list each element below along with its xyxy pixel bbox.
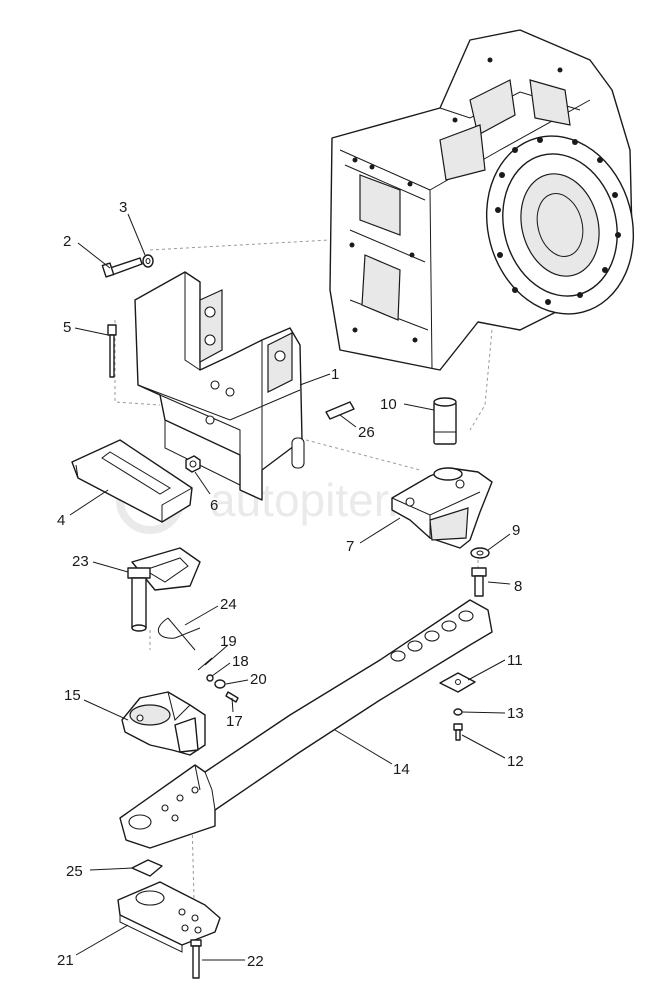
bolt-12: [453, 723, 463, 741]
transmission-housing: [329, 29, 635, 371]
drawbar-support-bracket: [134, 271, 305, 501]
callout-8: 8: [514, 578, 522, 595]
nut-6: [185, 455, 201, 473]
washer-9: [470, 547, 490, 559]
callout-3: 3: [119, 199, 127, 216]
callout-15: 15: [64, 687, 81, 704]
drawbar-14: [119, 599, 493, 849]
callout-10: 10: [380, 396, 397, 413]
washer-20: [214, 679, 226, 689]
washer-18: [206, 674, 214, 682]
callout-21: 21: [57, 952, 74, 969]
callout-2: 2: [63, 233, 71, 250]
washer-3: [142, 254, 154, 268]
callout-23: 23: [72, 553, 89, 570]
callout-11: 11: [507, 652, 523, 669]
plate-11: [439, 672, 476, 693]
callout-22: 22: [247, 953, 264, 970]
spring-19: [197, 657, 213, 671]
hitch-jaw-15: [121, 691, 206, 756]
callout-12: 12: [507, 753, 524, 770]
callout-5: 5: [63, 319, 71, 336]
hitch-pin-23: [127, 547, 201, 632]
swinging-support-7: [391, 467, 493, 549]
callout-19: 19: [220, 633, 237, 650]
callout-18: 18: [232, 653, 249, 670]
callout-9: 9: [512, 522, 520, 539]
callout-14: 14: [393, 761, 410, 778]
leader-lines: [69, 213, 511, 961]
bolt-2: [101, 257, 143, 278]
hitch-plate-21: [117, 881, 221, 953]
callout-25: 25: [66, 863, 83, 880]
pin-10: [433, 397, 457, 445]
callout-labels: 1 2 3 4 5 6 7 8 9 10 11 12 13 14 15 17 1…: [57, 199, 524, 970]
washer-13: [453, 708, 463, 716]
callout-13: 13: [507, 705, 524, 722]
callout-1: 1: [331, 366, 339, 383]
callout-7: 7: [346, 538, 354, 555]
callout-6: 6: [210, 497, 218, 514]
pin-26: [325, 401, 355, 420]
pin-22: [190, 939, 202, 979]
callout-17: 17: [226, 713, 243, 730]
callout-4: 4: [57, 512, 65, 529]
callout-26: 26: [358, 424, 375, 441]
latch-25: [131, 859, 163, 877]
pin-17: [225, 691, 239, 703]
r-clip-24: [157, 617, 201, 651]
wear-plate-4: [71, 439, 193, 523]
bolt-8: [471, 567, 487, 597]
callout-24: 24: [220, 596, 237, 613]
long-bolt-5: [107, 324, 117, 378]
callout-20: 20: [250, 671, 267, 688]
